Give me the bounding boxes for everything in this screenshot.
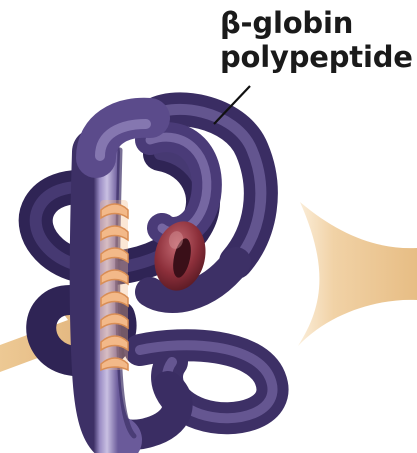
label-line-2: polypeptide: [220, 40, 413, 74]
alpha-helix: [100, 200, 128, 370]
right-funnel-arrow: [298, 202, 417, 346]
beta-globin-label: β-globin polypeptide: [220, 6, 413, 74]
label-line-1: β-globin: [220, 6, 413, 40]
